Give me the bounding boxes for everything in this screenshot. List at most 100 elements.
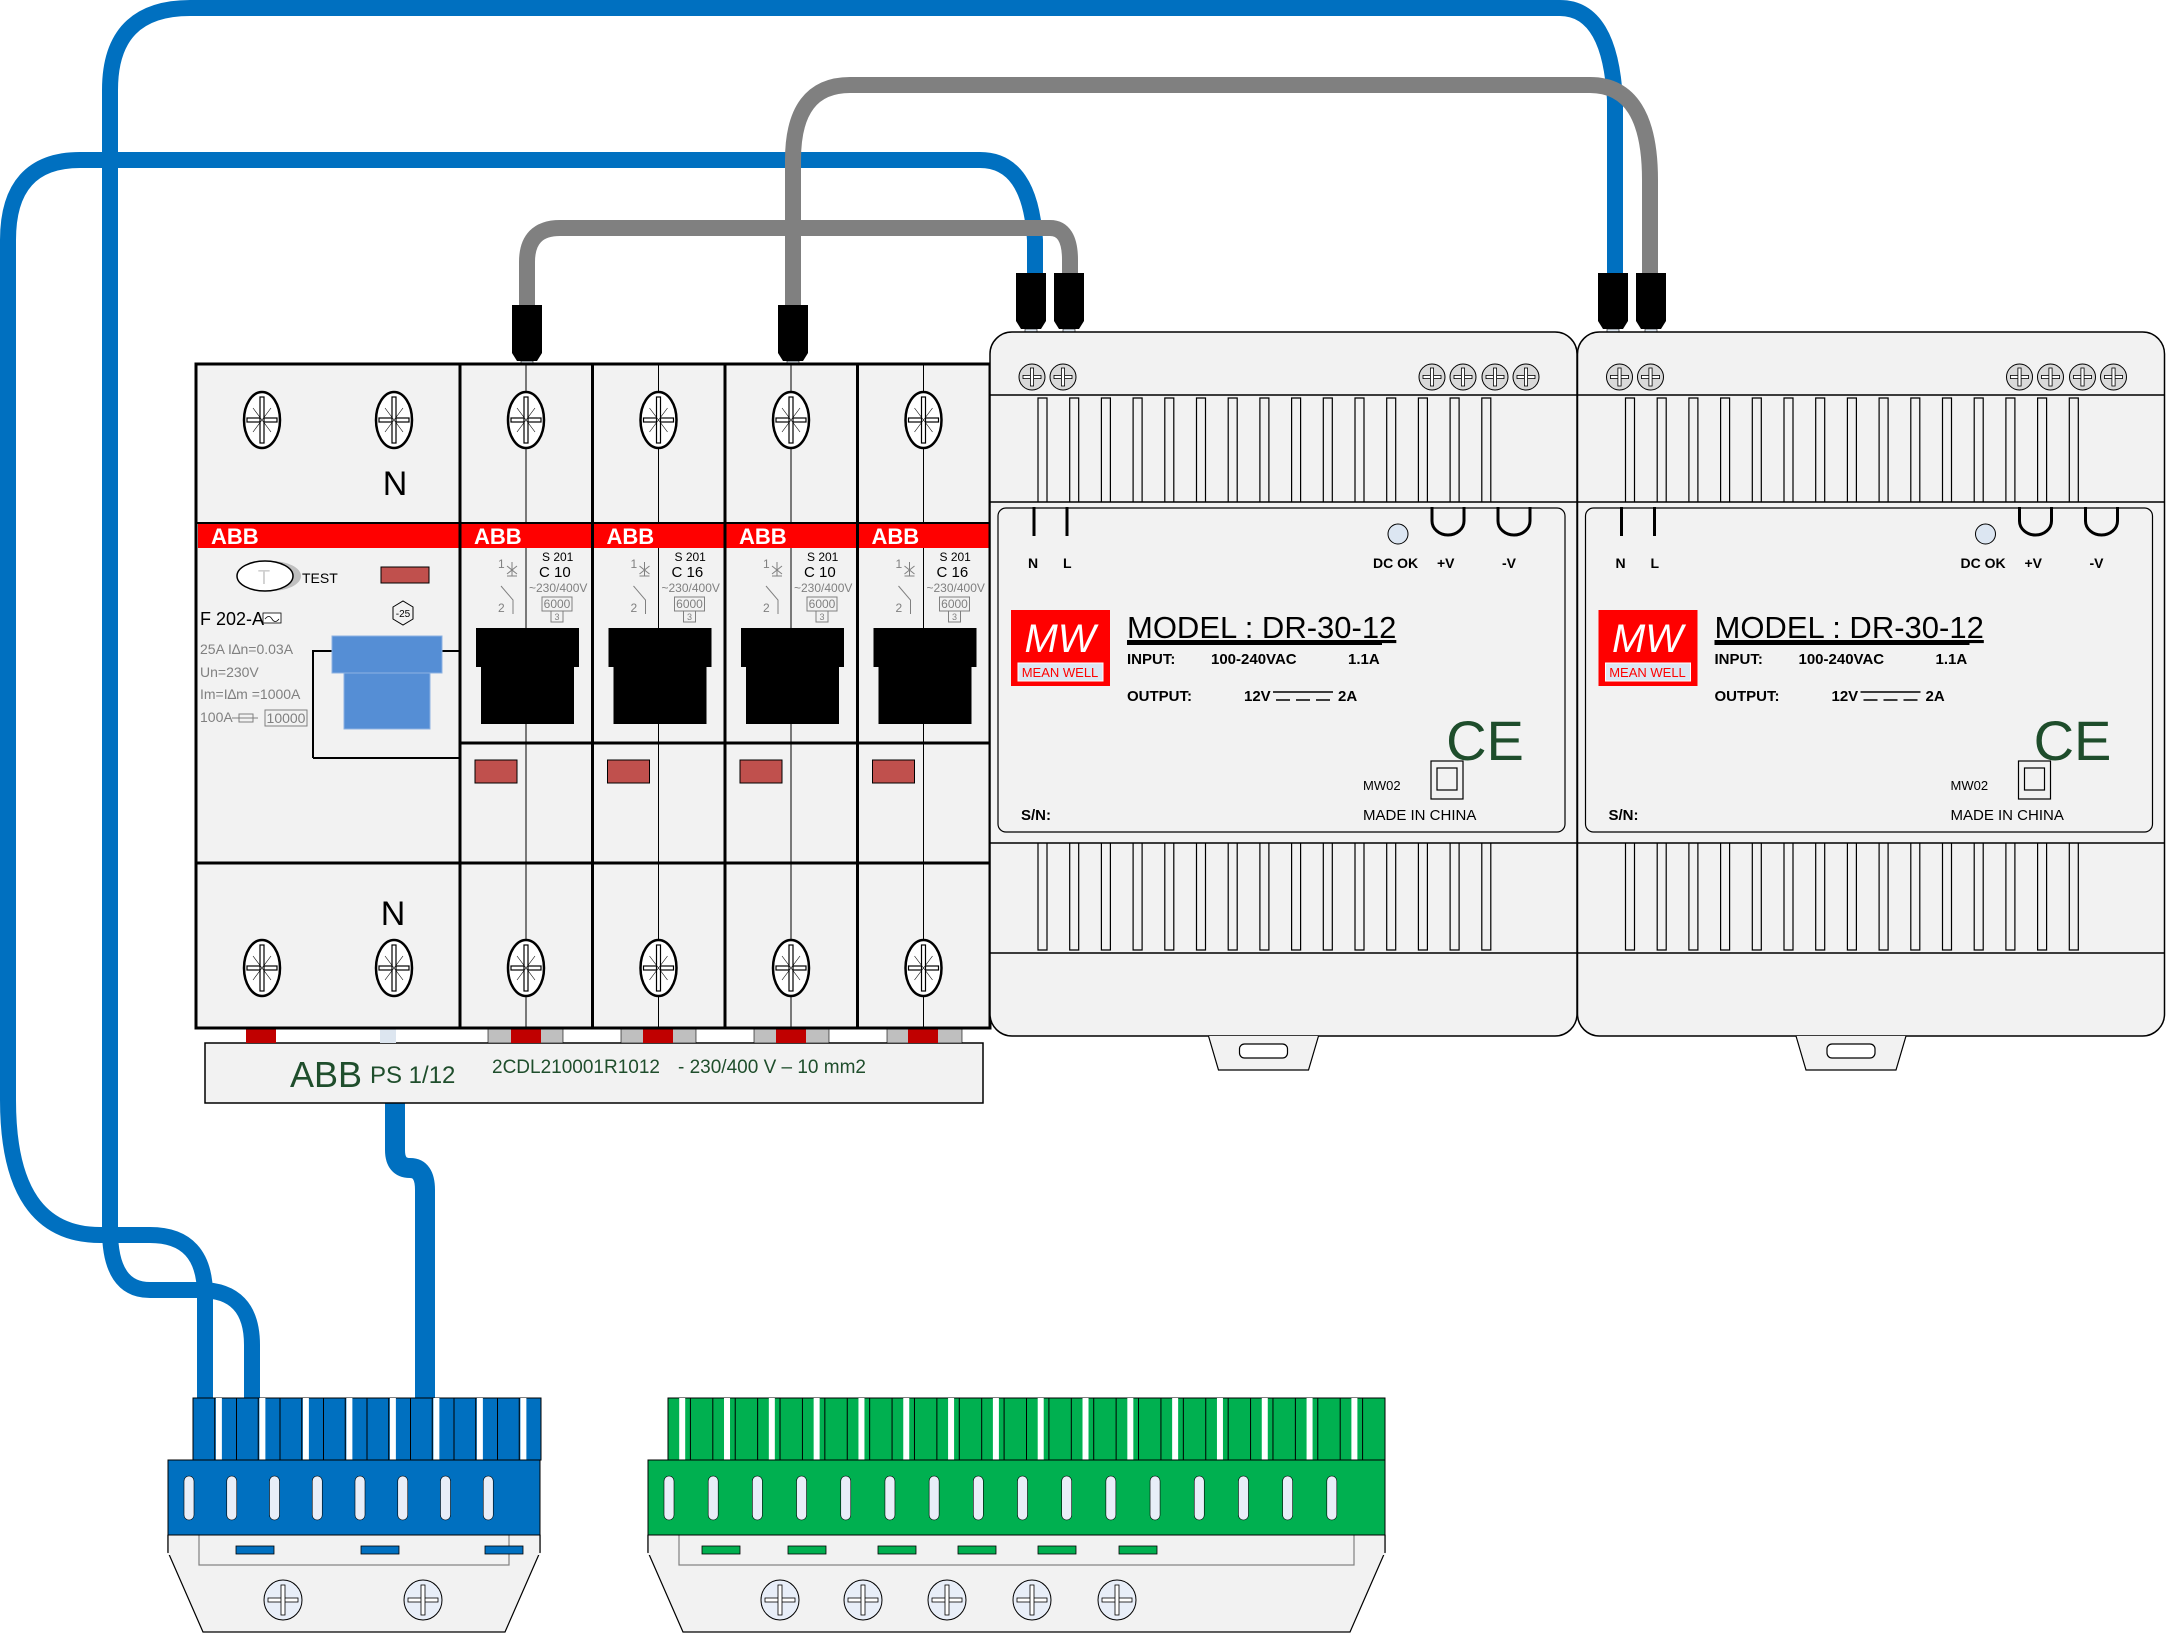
terminal-clamp[interactable] <box>397 1475 409 1521</box>
terminal-screw[interactable] <box>1012 1579 1052 1621</box>
mcb-screw-bottom[interactable] <box>904 938 943 998</box>
terminal-clamp[interactable] <box>973 1475 984 1521</box>
rcd-f202a[interactable]: N ABB T TEST -25 F 202-A 25A I∆n=0.03A U… <box>194 362 462 1030</box>
terminal-clamp[interactable] <box>354 1475 366 1521</box>
mcb-screw-top[interactable] <box>771 390 811 450</box>
terminal-clamp[interactable] <box>1061 1475 1072 1521</box>
terminal-clamp[interactable] <box>663 1475 675 1521</box>
terminal-clamp[interactable] <box>1282 1475 1293 1521</box>
wire-entry-slot[interactable] <box>903 1398 910 1460</box>
wire-entry-slot[interactable] <box>948 1398 955 1460</box>
terminal-clamp[interactable] <box>1238 1475 1249 1521</box>
wire-entry-slot[interactable] <box>302 1398 309 1460</box>
wire-entry-slot[interactable] <box>1306 1398 1313 1460</box>
wire-entry-slot[interactable] <box>433 1398 440 1460</box>
psu-screw-l[interactable] <box>1049 363 1077 391</box>
busbar[interactable]: ABB PS 1/12 2CDL210001R1012 - 230/400 V … <box>204 1042 984 1104</box>
terminal-clamp[interactable] <box>269 1475 280 1521</box>
neutral-terminal-block[interactable] <box>167 1397 542 1633</box>
gray-wire-mcb1-psu1[interactable] <box>519 220 1078 305</box>
wire-entry-slot[interactable] <box>1261 1398 1268 1460</box>
psu-screw-l[interactable] <box>1637 363 1664 391</box>
terminal-clamp[interactable] <box>1017 1475 1028 1521</box>
psu-screw-plus-v[interactable] <box>1449 363 1477 391</box>
wire-entry-slot[interactable] <box>1172 1398 1179 1460</box>
earth-terminal-block[interactable] <box>647 1397 1386 1633</box>
terminal-clamp[interactable] <box>440 1475 451 1521</box>
rcd-toggle-handle[interactable] <box>331 635 443 674</box>
terminal-clamp[interactable] <box>928 1475 940 1521</box>
wire-entry-slot[interactable] <box>858 1398 865 1460</box>
terminal-clamp[interactable] <box>707 1475 719 1521</box>
psu-screw-n[interactable] <box>1606 363 1633 391</box>
terminal-screw[interactable] <box>1097 1579 1137 1621</box>
blue-wire-neutral-psu2[interactable] <box>102 0 1623 1400</box>
terminal-clamp[interactable] <box>311 1475 323 1521</box>
psu-screw-dcok[interactable] <box>2006 363 2033 391</box>
wire-entry-slot[interactable] <box>768 1398 775 1460</box>
wire-entry-slot[interactable] <box>1037 1398 1044 1460</box>
mcb-toggle-handle[interactable] <box>741 628 844 724</box>
terminal-clamp[interactable] <box>1326 1475 1338 1521</box>
terminal-clamp[interactable] <box>1105 1475 1117 1521</box>
wire-entry-slot[interactable] <box>520 1398 527 1460</box>
wire-entry-slot[interactable] <box>992 1398 999 1460</box>
wire-entry-slot[interactable] <box>1082 1398 1089 1460</box>
mcb-screw-top[interactable] <box>904 390 943 450</box>
terminal-clamp[interactable] <box>1149 1475 1161 1521</box>
wire-entry-slot[interactable] <box>724 1398 731 1460</box>
rcd-screw-top-l[interactable] <box>242 390 282 450</box>
wire-entry-slot[interactable] <box>259 1398 266 1460</box>
terminal-screw[interactable] <box>263 1579 303 1621</box>
psu-screw-n[interactable] <box>1018 363 1046 391</box>
mcb-screw-bottom[interactable] <box>639 938 678 998</box>
wire-entry-slot[interactable] <box>215 1398 222 1460</box>
wire-entry-slot[interactable] <box>1216 1398 1223 1460</box>
terminal-clamp[interactable] <box>796 1475 807 1521</box>
blue-wire-rcd-neutral[interactable] <box>385 1103 435 1400</box>
terminal-screw[interactable] <box>927 1579 967 1621</box>
terminal-clamp[interactable] <box>1193 1475 1205 1521</box>
mcb-screw-bottom[interactable] <box>771 938 811 998</box>
mcb-toggle-handle[interactable] <box>873 628 977 724</box>
rcd-screw-top-n[interactable] <box>374 390 414 450</box>
mcb-screw-top[interactable] <box>506 390 546 450</box>
psu-screw-minus-v2[interactable] <box>1512 363 1540 391</box>
terminal-clamp[interactable] <box>884 1475 896 1521</box>
wire-entry-slot[interactable] <box>1351 1398 1358 1460</box>
psu-screw-minus-v[interactable] <box>2069 363 2096 391</box>
blue-wire-neutral-psu1[interactable] <box>0 152 1043 1400</box>
mcb-toggle-handle[interactable] <box>476 628 579 724</box>
wire-entry-slot[interactable] <box>813 1398 820 1460</box>
rcd-screw-bottom-l[interactable] <box>242 938 282 998</box>
mcb-screw-bottom[interactable] <box>506 938 546 998</box>
wire-entry-slot[interactable] <box>346 1398 353 1460</box>
rcd-test-button[interactable] <box>236 560 294 592</box>
terminal-screw[interactable] <box>403 1579 443 1621</box>
rcd-screw-bottom-n[interactable] <box>374 938 414 998</box>
wire-entry-slot[interactable] <box>679 1398 686 1460</box>
terminal-clamp[interactable] <box>840 1475 852 1521</box>
wire-entry-slot[interactable] <box>389 1398 396 1460</box>
terminal-clamp[interactable] <box>482 1475 494 1521</box>
wire-entry-slot[interactable] <box>1127 1398 1134 1460</box>
mcb-screw-top[interactable] <box>639 390 678 450</box>
terminal-clamp[interactable] <box>752 1475 763 1521</box>
psu-screw-minus-v2[interactable] <box>2100 363 2127 391</box>
psu-screw-minus-v[interactable] <box>1481 363 1509 391</box>
psu-screw-plus-v[interactable] <box>2037 363 2064 391</box>
wire-entry-slot[interactable] <box>476 1398 483 1460</box>
psu-screw-dcok[interactable] <box>1418 363 1446 391</box>
terminal-clamp[interactable] <box>226 1475 238 1521</box>
mcb-toggle-handle[interactable] <box>608 628 712 724</box>
terminal-screw[interactable] <box>843 1579 883 1621</box>
terminal-screw[interactable] <box>760 1579 800 1621</box>
terminal-clamp[interactable] <box>183 1475 195 1521</box>
gray-wire-mcb3-psu2[interactable] <box>785 77 1658 305</box>
